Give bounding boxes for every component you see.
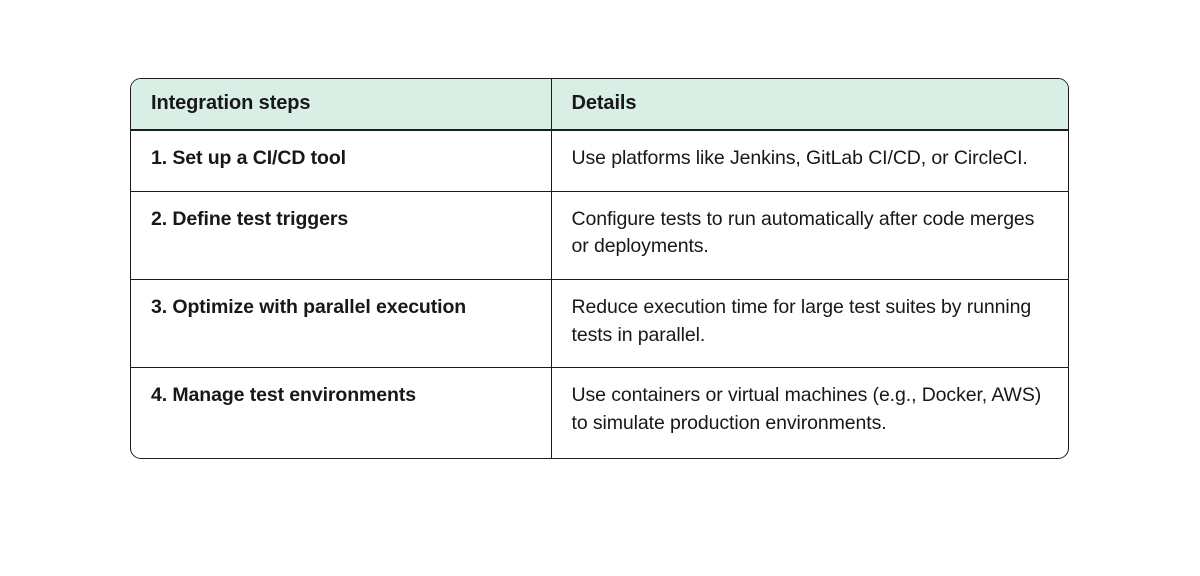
table-row: 2. Define test triggers Configure tests … [131,191,1068,281]
cell-step-1: 1. Set up a CI/CD tool [131,130,552,192]
cell-detail-1: Use platforms like Jenkins, GitLab CI/CD… [551,130,1068,192]
table-row: 1. Set up a CI/CD tool Use platforms lik… [131,130,1068,192]
cell-step-3: 3. Optimize with parallel execution [131,279,552,369]
cell-detail-4: Use containers or virtual machines (e.g.… [571,384,1042,435]
cell-step-2: 2. Define test triggers [131,191,552,281]
table-head: Integration steps Details [131,79,1068,131]
table-body: 1. Set up a CI/CD tool Use platforms lik… [131,130,1068,458]
column-header-details: Details [551,79,1068,131]
cell-detail-3: Reduce execution time for large test sui… [551,279,1068,369]
table: Integration steps Details 1. Set up a CI… [131,79,1068,458]
table-row: 3. Optimize with parallel execution Redu… [131,279,1068,369]
table-header-row: Integration steps Details [131,79,1068,131]
cell-detail-2: Configure tests to run automatically aft… [551,191,1068,281]
integration-steps-table: Integration steps Details 1. Set up a CI… [130,78,1069,459]
cell-step-4: 4. Manage test environments [131,367,552,458]
table-row: 4. Manage test environments Use containe… [131,367,1068,458]
column-header-integration-steps: Integration steps [131,79,552,131]
